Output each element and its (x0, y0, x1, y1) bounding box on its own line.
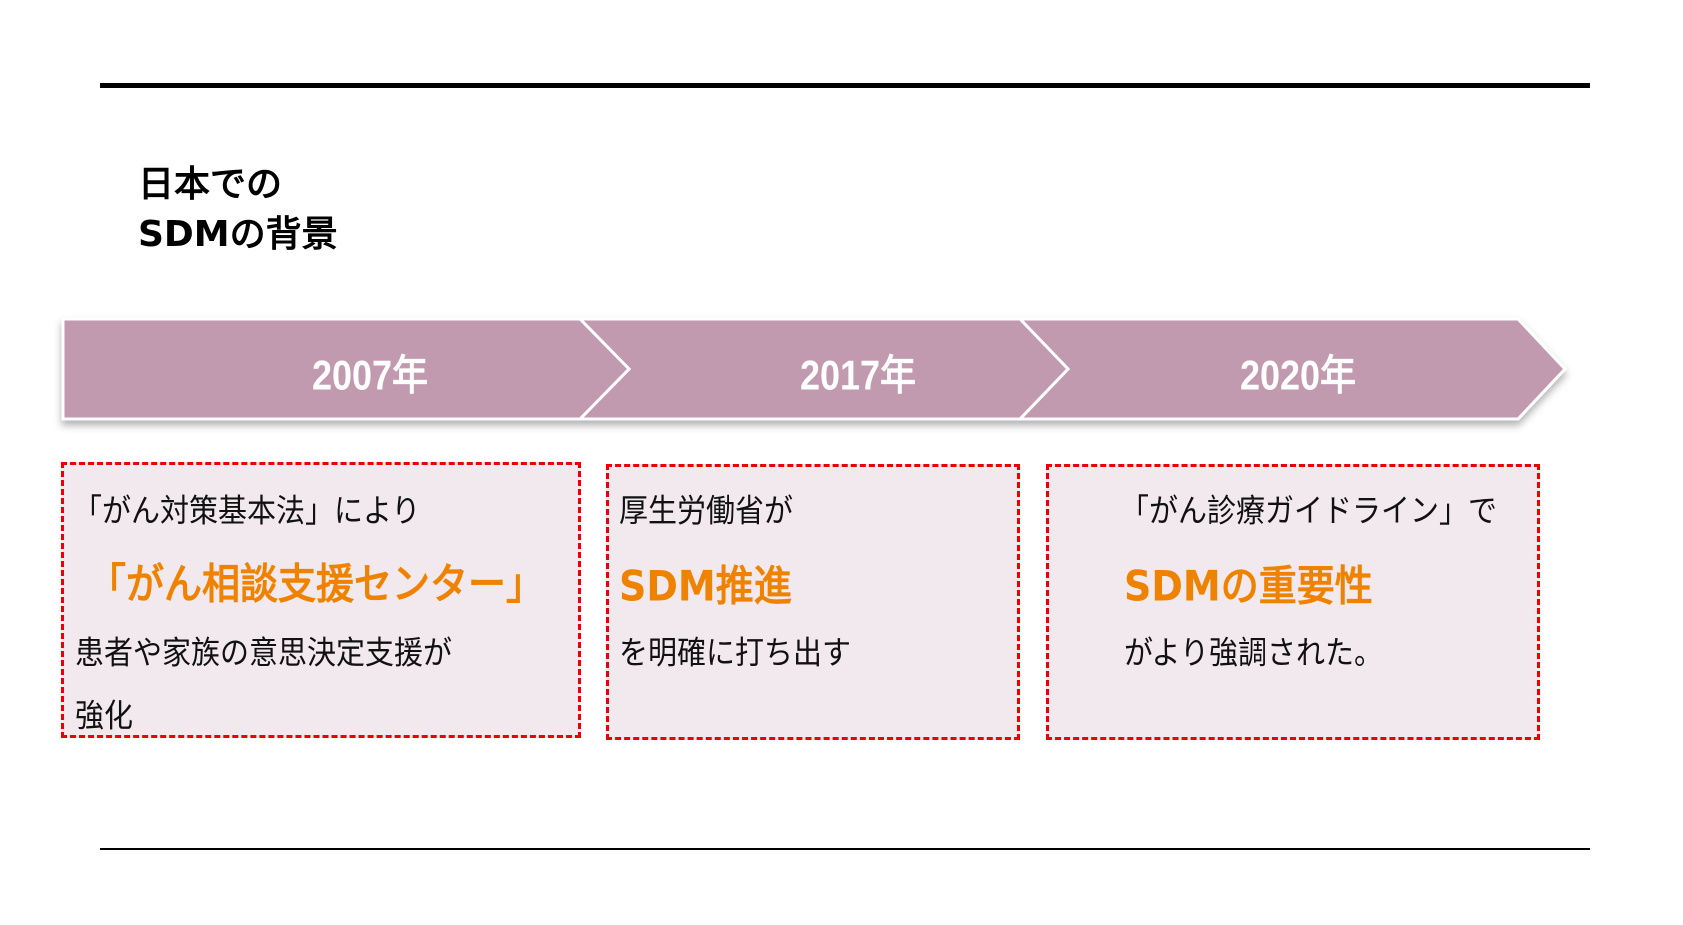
event-2007-text-1: 「がん対策基本法」により (73, 491, 421, 529)
page-title: 日本での SDMの背景 (138, 160, 338, 260)
year-label-2020: 2020年 (1239, 351, 1357, 399)
event-box-2020 (1046, 464, 1540, 740)
event-2007-highlight: 「がん相談支援センター」 (88, 559, 545, 609)
event-2017-text-1: 厚生労働省が (619, 491, 794, 529)
event-box-2017 (606, 464, 1020, 740)
bottom-rule (100, 848, 1590, 850)
title-line-1: 日本での (138, 164, 283, 205)
event-2020-text-1: 「がん診療ガイドライン」で (1120, 491, 1498, 529)
event-2017-text-2: を明確に打ち出す (619, 633, 852, 671)
title-line-2: SDMの背景 (138, 214, 338, 255)
event-box-2007 (61, 462, 581, 738)
event-2017-highlight: SDM推進 (619, 561, 792, 611)
event-2020-highlight: SDMの重要性 (1124, 561, 1373, 611)
top-rule (100, 83, 1590, 88)
event-2020-text-2: がより強調された。 (1124, 633, 1383, 671)
event-2007-text-2: 患者や家族の意思決定支援が (75, 633, 453, 671)
chevron-2007 (61, 317, 632, 421)
year-label-2017: 2017年 (799, 351, 917, 399)
timeline-arrow-band (61, 317, 1568, 421)
event-2007-text-3: 強化 (75, 696, 134, 734)
year-label-2007: 2007年 (311, 351, 429, 399)
